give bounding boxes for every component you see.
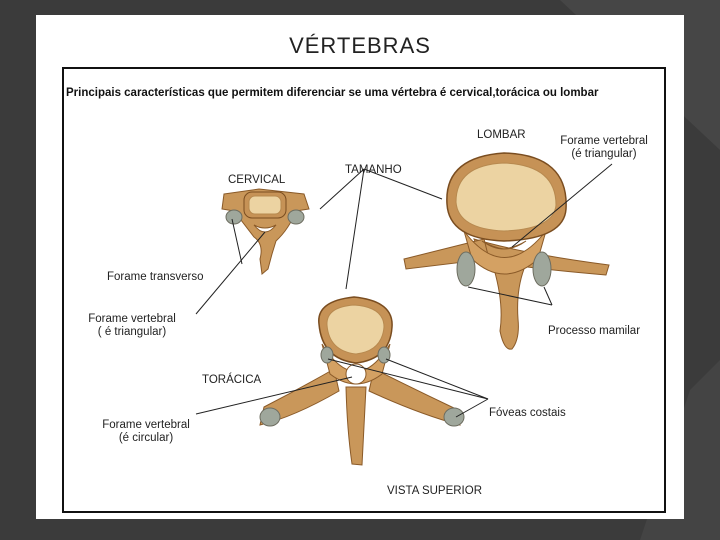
label-processo-mamilar: Processo mamilar (548, 325, 641, 337)
vertebrae-illustration (195, 152, 613, 466)
label-forame-vertebral-toracica-line1: Forame vertebral (102, 419, 190, 431)
lumbar-vertebra (403, 152, 610, 350)
leader-lines (195, 163, 613, 418)
label-toracica: TORÁCICA (202, 374, 262, 386)
slide: VÉRTEBRAS Principais características que… (36, 15, 684, 519)
label-forame-transverso: Forame transverso (107, 271, 204, 283)
label-forame-vertebral-toracica-line2: (é circular) (118, 432, 174, 444)
label-forame-vertebral-lombar-line2: (é triangular) (571, 148, 637, 160)
label-forame-vertebral-lombar: Forame vertebral (é triangular) (542, 135, 666, 161)
label-forame-vertebral-toracica: Forame vertebral (é circular) (90, 419, 202, 445)
diagram-frame: Principais características que permitem … (62, 67, 666, 513)
label-foveas-costais: Fóveas costais (489, 407, 566, 419)
diagram-subtitle: Principais características que permitem … (66, 87, 599, 99)
label-forame-vertebral-lombar-line1: Forame vertebral (560, 135, 648, 147)
label-tamanho: TAMANHO (345, 164, 402, 176)
thoracic-vertebra (259, 296, 465, 466)
label-lombar: LOMBAR (477, 129, 526, 141)
cervical-vertebra (221, 188, 310, 275)
label-cervical: CERVICAL (228, 174, 286, 186)
label-forame-vertebral-cervical-line2: ( é triangular) (97, 326, 167, 338)
label-forame-vertebral-cervical: Forame vertebral ( é triangular) (70, 313, 194, 339)
label-vista-superior: VISTA SUPERIOR (387, 485, 483, 497)
label-forame-vertebral-cervical-line1: Forame vertebral (88, 313, 176, 325)
slide-title: VÉRTEBRAS (289, 33, 431, 58)
